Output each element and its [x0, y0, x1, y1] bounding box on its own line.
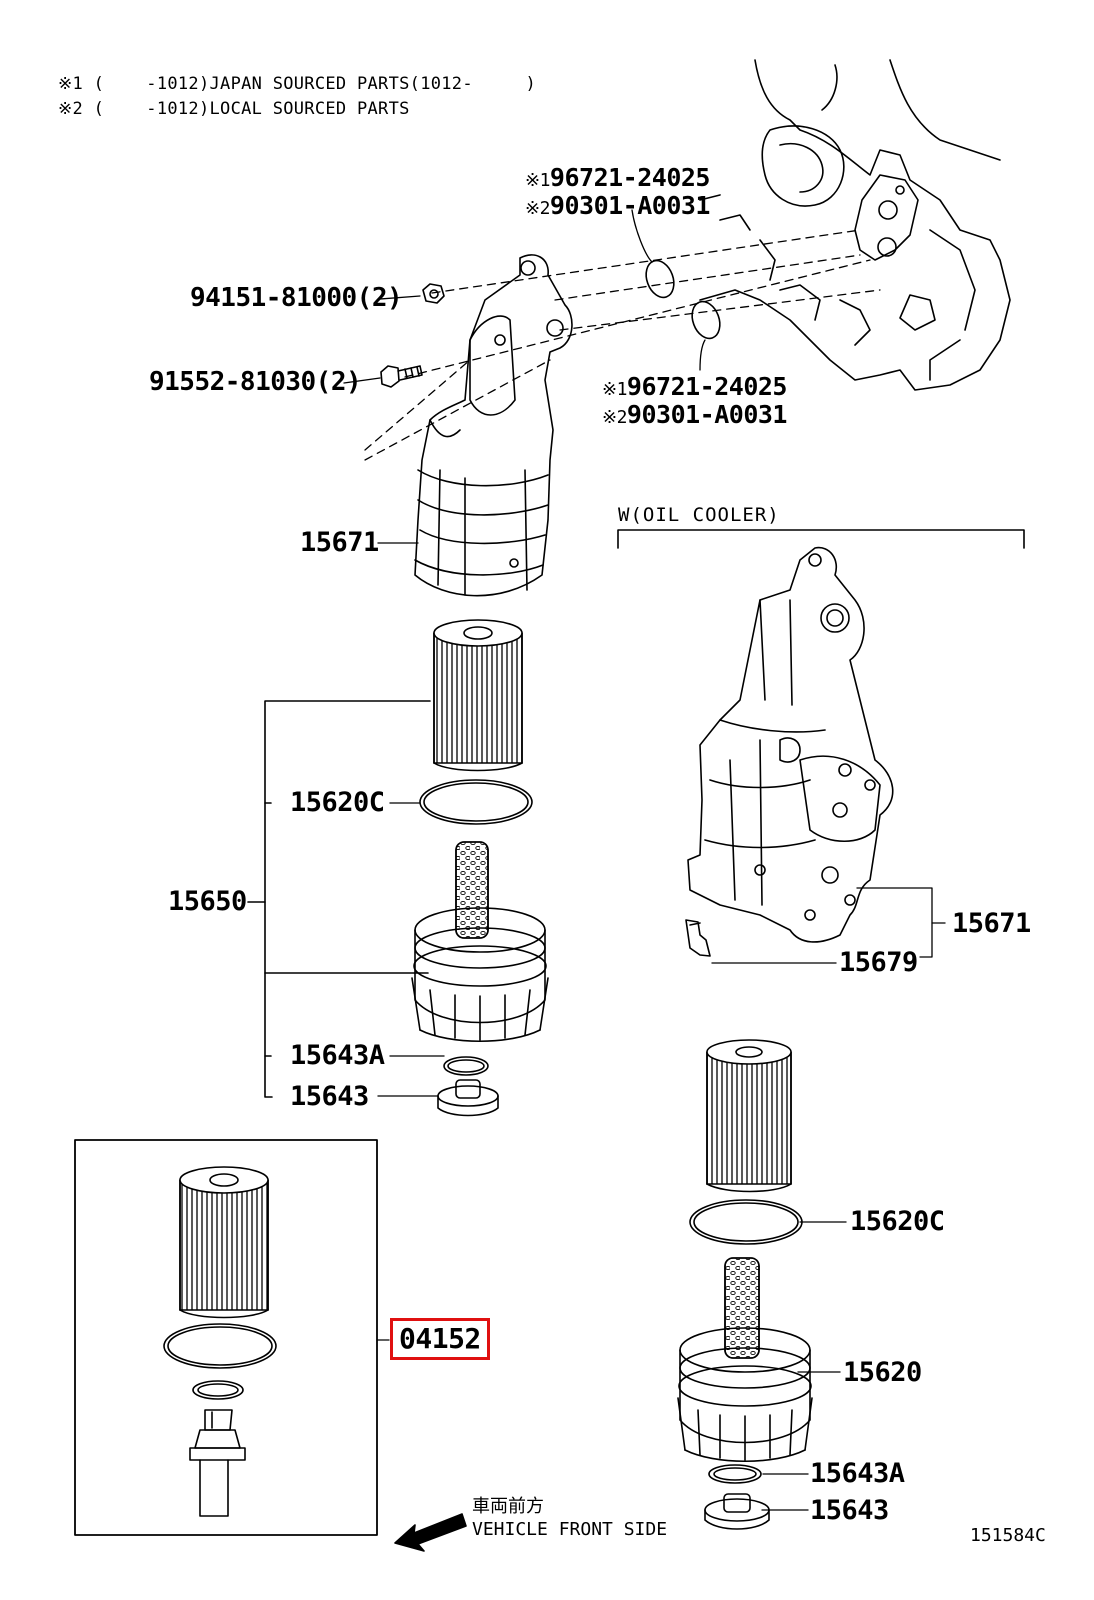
sensor-part-right: [685, 919, 711, 957]
illustration-id: 151584C: [970, 1525, 1046, 1546]
filter-cap-left: [411, 841, 549, 1043]
label-plug-right: 15643: [810, 1495, 889, 1526]
label-oring-small-left: 15643A: [290, 1040, 385, 1071]
label-cap-right: 15620: [843, 1357, 922, 1388]
kit-gasket: [163, 1323, 277, 1369]
label-gasket-right: 15620C: [850, 1206, 945, 1237]
leader-lines-right: [711, 887, 946, 1511]
front-direction-label: 車両前方 VEHICLE FRONT SIDE: [472, 1495, 667, 1541]
oring-lower-part: [691, 300, 721, 340]
label-oring-small-right: 15643A: [810, 1458, 905, 1489]
label-bolt: 91552-81030(2): [149, 367, 362, 397]
label-bracket-left: 15671: [300, 527, 379, 558]
engine-block: [699, 59, 1011, 391]
oil-cooler-bracket-right: [687, 546, 894, 943]
label-filter-assy: 15650: [168, 886, 247, 917]
oring-small-left: [443, 1056, 489, 1076]
filter-element-right: [706, 1039, 792, 1193]
highlighted-part-number[interactable]: 04152: [390, 1318, 490, 1360]
gasket-right: [689, 1199, 803, 1245]
oring-upper-part: [645, 259, 675, 299]
label-oring-lower: ※196721-24025 ※290301-A0031: [602, 372, 788, 429]
front-direction-japanese: 車両前方: [472, 1496, 544, 1517]
label-bracket-right: 15671: [952, 908, 1031, 939]
assembly-bracket-lines: [247, 700, 431, 1098]
label-nut: 94151-81000(2): [190, 283, 403, 313]
front-direction-english: VEHICLE FRONT SIDE: [472, 1519, 668, 1540]
kit-drain-pipe: [189, 1409, 246, 1517]
group-title-oil-cooler: W(OIL COOLER): [618, 504, 780, 526]
alignment-lines: [364, 229, 881, 461]
filter-cap-right: [677, 1257, 813, 1463]
drain-plug-right: [704, 1493, 770, 1530]
filter-element-left: [433, 619, 523, 772]
kit-filter-element: [179, 1166, 269, 1319]
note-line-2: ※2 ( -1012)LOCAL SOURCED PARTS: [58, 99, 410, 119]
nut-part: [422, 283, 445, 304]
kit-box: [74, 1139, 378, 1536]
filter-housing-bracket-left: [414, 254, 573, 597]
label-gasket-left: 15620C: [290, 787, 385, 818]
label-plug-left: 15643: [290, 1081, 369, 1112]
label-oring-upper: ※196721-24025 ※290301-A0031: [525, 163, 711, 220]
front-arrow-icon: [394, 1513, 467, 1552]
oring-small-right: [708, 1464, 762, 1484]
note-line-1: ※1 ( -1012)JAPAN SOURCED PARTS(1012- ): [58, 74, 537, 94]
bolt-part: [380, 365, 423, 388]
kit-oring: [192, 1380, 244, 1400]
leader-lines-left: [343, 209, 706, 1097]
gasket-left: [419, 779, 533, 825]
label-sensor-right: 15679: [839, 947, 918, 978]
drain-plug-left: [437, 1079, 499, 1117]
